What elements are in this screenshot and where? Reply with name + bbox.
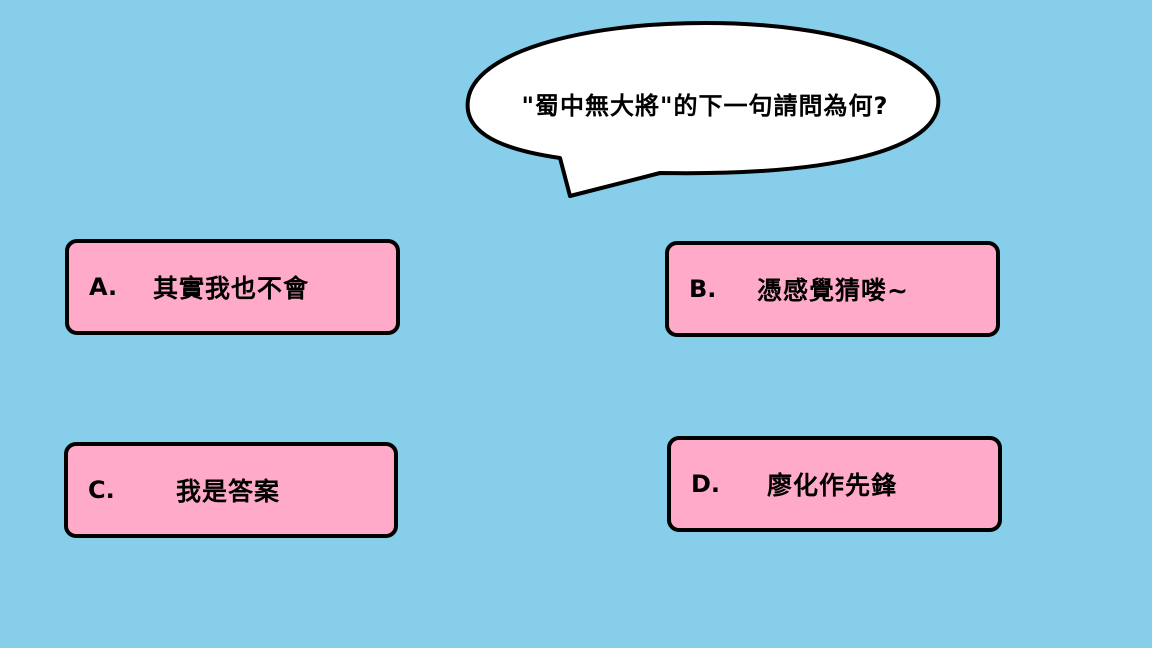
answer-letter: A.	[89, 273, 118, 301]
answer-option-a[interactable]: A. 其實我也不會	[65, 239, 400, 335]
answer-text: 憑感覺猜喽~	[757, 276, 909, 305]
answer-text: 我是答案	[176, 477, 281, 506]
answer-option-c[interactable]: C. 我是答案	[64, 442, 398, 538]
answer-text: 廖化作先鋒	[767, 471, 898, 500]
answer-text: 其實我也不會	[153, 274, 310, 303]
speech-bubble	[465, 21, 941, 198]
answer-option-b[interactable]: B. 憑感覺猜喽~	[665, 241, 1000, 337]
answer-letter: D.	[691, 470, 721, 498]
question-text: "蜀中無大將"的下一句請問為何?	[521, 92, 889, 120]
answer-letter: B.	[689, 275, 717, 303]
answer-option-d[interactable]: D. 廖化作先鋒	[667, 436, 1002, 532]
answer-letter: C.	[88, 476, 115, 504]
